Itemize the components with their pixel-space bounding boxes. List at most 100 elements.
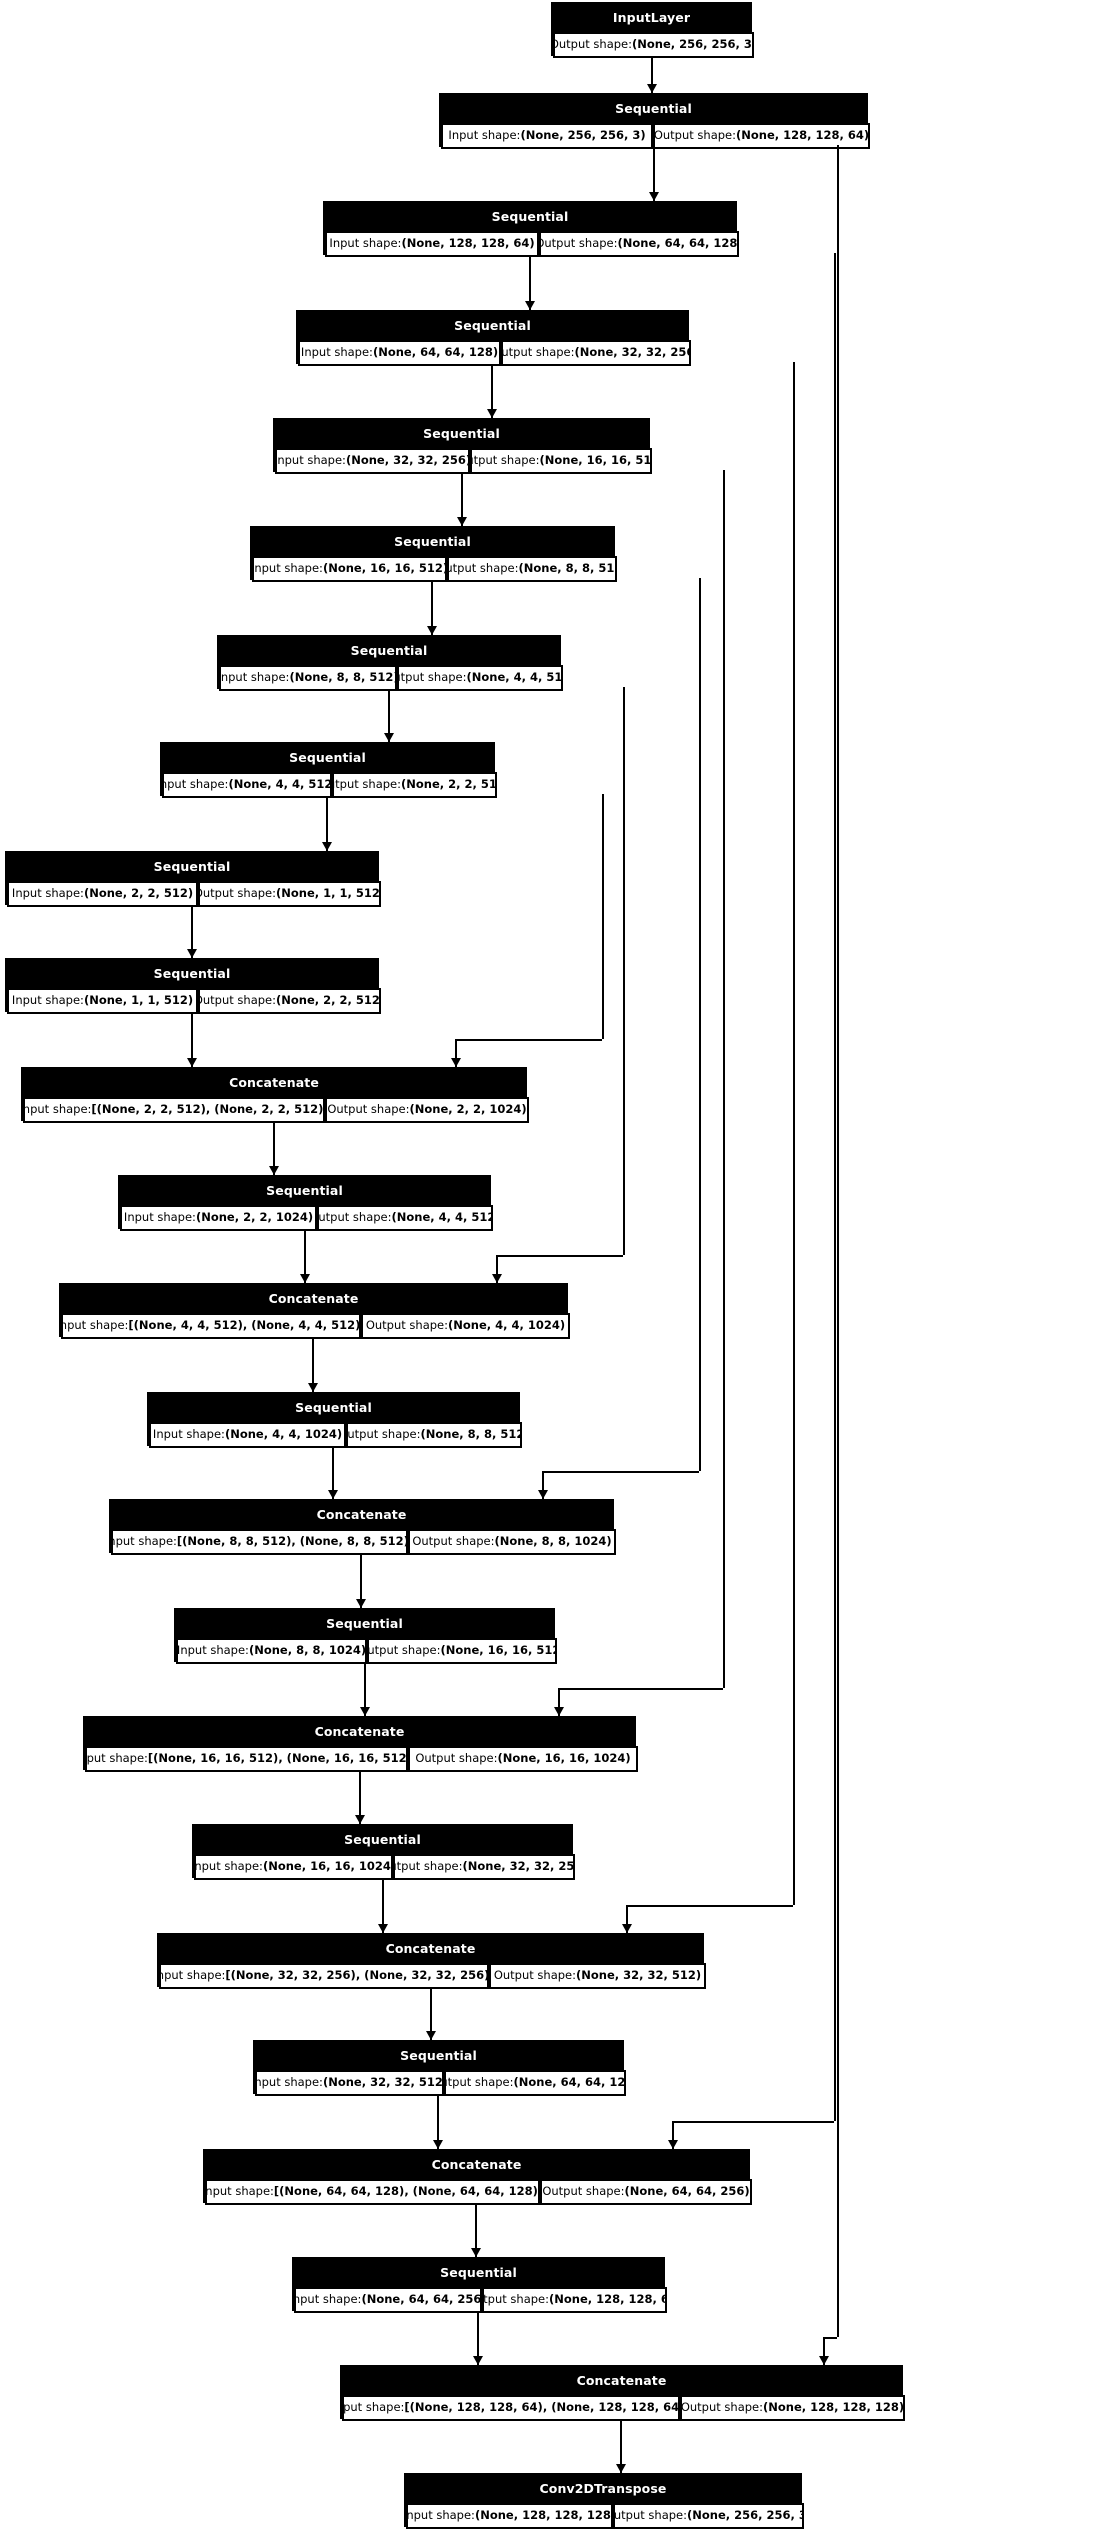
edge-arrow-n10-n11	[269, 1166, 279, 1175]
input-shape-cell-value: [(None, 16, 16, 512), (None, 16, 16, 512…	[147, 1751, 408, 1766]
input-shape-cell: Input shape: (None, 4, 4, 512)	[162, 772, 332, 798]
input-shape-cell-label: Input shape:	[329, 236, 402, 251]
input-shape-cell-label: Input shape:	[61, 1318, 129, 1333]
edge-line-n13-n14	[332, 1446, 334, 1499]
input-shape-cell: Input shape: [(None, 64, 64, 128), (None…	[205, 2179, 540, 2205]
edge-arrow-n11-n12	[300, 1274, 310, 1283]
input-shape-cell: Input shape: (None, 16, 16, 512)	[252, 556, 447, 582]
skip-line-drop-n3	[626, 1905, 628, 1933]
output-shape-cell-value: (None, 64, 64, 128)	[617, 236, 739, 251]
skip-line-down-n2	[834, 253, 836, 2121]
output-shape-cell-label: Output shape:	[317, 1210, 392, 1225]
input-shape-cell-label: Input shape:	[205, 2184, 274, 2199]
output-shape-cell-label: Output shape:	[198, 886, 277, 901]
edge-line-n17-n18	[382, 1878, 384, 1933]
output-shape-cell-label: Output shape:	[542, 2184, 625, 2199]
layer-shapes-row: Input shape: (None, 128, 128, 128)Output…	[406, 2503, 804, 2529]
layer-shapes-row: Input shape: (None, 8, 8, 1024)Output sh…	[176, 1638, 557, 1664]
edge-line-n19-n20	[437, 2094, 439, 2149]
input-shape-cell: Input shape: (None, 2, 2, 512)	[7, 881, 198, 907]
output-shape-cell-label: Output shape:	[367, 1643, 441, 1658]
output-shape-cell-value: (None, 8, 8, 512)	[420, 1427, 522, 1442]
input-shape-cell-value: (None, 8, 8, 512)	[289, 670, 397, 685]
edge-line-n7-n8	[326, 796, 328, 851]
input-shape-cell: Input shape: (None, 1, 1, 512)	[7, 988, 198, 1014]
skip-line-down-n3	[793, 362, 795, 1905]
input-shape-cell: Input shape: [(None, 8, 8, 512), (None, …	[111, 1529, 408, 1555]
skip-arrow-n4-n16	[554, 1707, 564, 1716]
input-shape-cell-value: (None, 16, 16, 512)	[322, 561, 447, 576]
output-shape-cell: Output shape: (None, 16, 16, 512)	[367, 1638, 557, 1664]
output-shape-cell: Output shape: (None, 256, 256, 3)	[613, 2503, 804, 2529]
edge-line-n12-n13	[312, 1337, 314, 1392]
input-shape-cell-label: Input shape:	[11, 993, 84, 1008]
layer-shapes-row: Input shape: (None, 2, 2, 512)Output sha…	[7, 881, 381, 907]
output-shape-cell: Output shape: (None, 4, 4, 512)	[317, 1205, 493, 1231]
layer-type-label: Sequential	[325, 203, 735, 231]
skip-arrow-n5-n14	[538, 1490, 548, 1499]
input-shape-cell: Input shape: [(None, 32, 32, 256), (None…	[159, 1963, 489, 1989]
layer-type-label: Concatenate	[61, 1285, 566, 1313]
edge-arrow-n14-n15	[356, 1599, 366, 1608]
layer-shapes-row: Input shape: [(None, 64, 64, 128), (None…	[205, 2179, 752, 2205]
output-shape-cell-value: (None, 64, 64, 128)	[513, 2075, 626, 2090]
input-shape-cell-label: Input shape:	[194, 1859, 263, 1874]
input-shape-cell-label: Input shape:	[294, 2292, 362, 2307]
edge-arrow-n18-n19	[426, 2031, 436, 2040]
output-shape-cell-label: Output shape:	[680, 2400, 764, 2415]
layer-shapes-row: Input shape: (None, 1, 1, 512)Output sha…	[7, 988, 381, 1014]
input-shape-cell-label: Input shape:	[123, 1210, 196, 1225]
skip-line-across-n5	[543, 1471, 699, 1473]
output-shape-cell-value: (None, 64, 64, 256)	[624, 2184, 750, 2199]
skip-line-down-n5	[699, 578, 701, 1471]
input-shape-cell-value: (None, 2, 2, 1024)	[195, 1210, 314, 1225]
layer-type-label: Sequential	[252, 528, 613, 556]
edge-line-n10-n11	[273, 1121, 275, 1175]
layer-shapes-row: Input shape: (None, 256, 256, 3)Output s…	[441, 123, 870, 149]
output-shape-cell-label: Output shape:	[539, 236, 618, 251]
skip-line-across-n4	[559, 1688, 723, 1690]
output-shape-cell-value: (None, 1, 1, 512)	[276, 886, 381, 901]
input-shape-cell-value: (None, 32, 32, 256)	[345, 453, 470, 468]
input-shape-cell-value: [(None, 4, 4, 512), (None, 4, 4, 512)]	[128, 1318, 361, 1333]
output-shape-cell: Output shape: (None, 32, 32, 256)	[501, 340, 691, 366]
output-shape-cell: Output shape: (None, 64, 64, 128)	[539, 231, 739, 257]
input-shape-cell: Input shape: [(None, 2, 2, 512), (None, …	[23, 1097, 325, 1123]
output-shape-cell-value: (None, 128, 128, 64)	[736, 128, 870, 143]
layer-type-label: Sequential	[7, 853, 377, 881]
output-shape-cell-label: Output shape:	[449, 561, 519, 576]
input-shape-cell-value: (None, 2, 2, 512)	[83, 886, 194, 901]
output-shape-cell: Output shape: (None, 1, 1, 512)	[198, 881, 381, 907]
edge-line-n16-n17	[359, 1770, 361, 1824]
edge-arrow-n16-n17	[355, 1815, 365, 1824]
output-shape-cell-value: (None, 32, 32, 256)	[462, 1859, 575, 1874]
layer-type-label: Concatenate	[85, 1718, 634, 1746]
output-shape-cell-value: (None, 256, 256, 3)	[687, 2508, 804, 2523]
output-shape-cell: Output shape: (None, 2, 2, 512)	[332, 772, 497, 798]
